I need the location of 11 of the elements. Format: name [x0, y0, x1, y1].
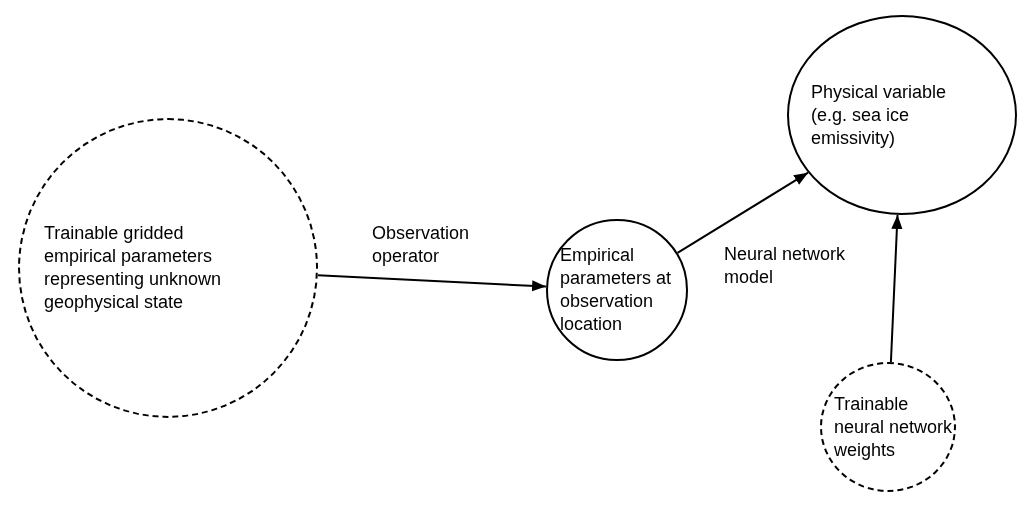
node-label: Physical variable (e.g. sea ice emissivity) [811, 80, 948, 150]
dashed-circle-node [820, 362, 956, 492]
node-label: Empirical parameters at observation location [560, 244, 673, 336]
arrow [676, 171, 810, 254]
arrow [889, 213, 903, 364]
circle-node [787, 15, 1017, 215]
arrow [316, 274, 548, 292]
node-label: Trainable neural network weights [834, 392, 954, 462]
node-label: Trainable gridded empirical parameters representing unknown geophysical state [44, 222, 223, 314]
circle-node [546, 219, 688, 361]
dashed-circle-node [18, 118, 318, 418]
